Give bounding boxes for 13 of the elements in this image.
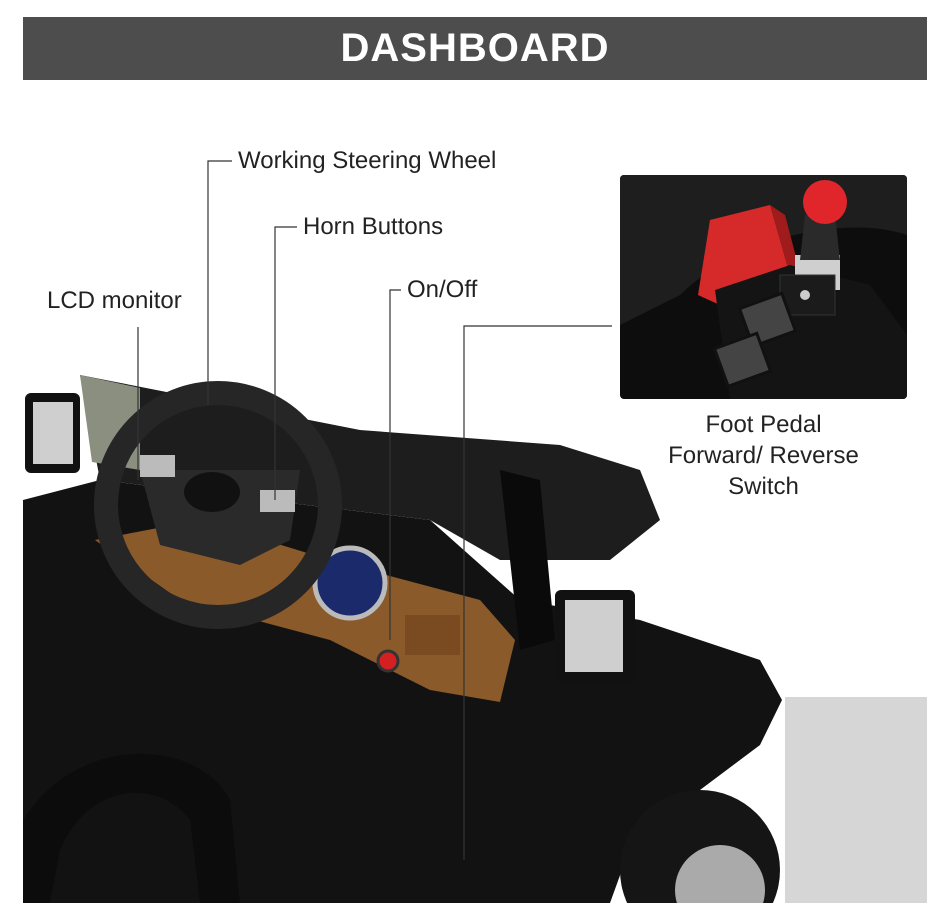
switch-panel-photo bbox=[620, 175, 907, 399]
leader-line bbox=[389, 289, 401, 640]
heading: DASHBOARD bbox=[340, 26, 610, 71]
title-banner bbox=[23, 17, 927, 80]
leader-line bbox=[207, 160, 232, 405]
leader-line bbox=[274, 226, 297, 500]
callout-label: Horn Buttons bbox=[303, 213, 483, 241]
leader-line bbox=[463, 325, 612, 860]
callout-label: LCD monitor bbox=[47, 287, 217, 315]
callout-label: Foot Pedal Forward/ Reverse Switch bbox=[668, 410, 859, 502]
callout-label: Working Steering Wheel bbox=[238, 147, 538, 175]
leader-line bbox=[137, 327, 139, 480]
callout-label: On/Off bbox=[407, 276, 507, 304]
